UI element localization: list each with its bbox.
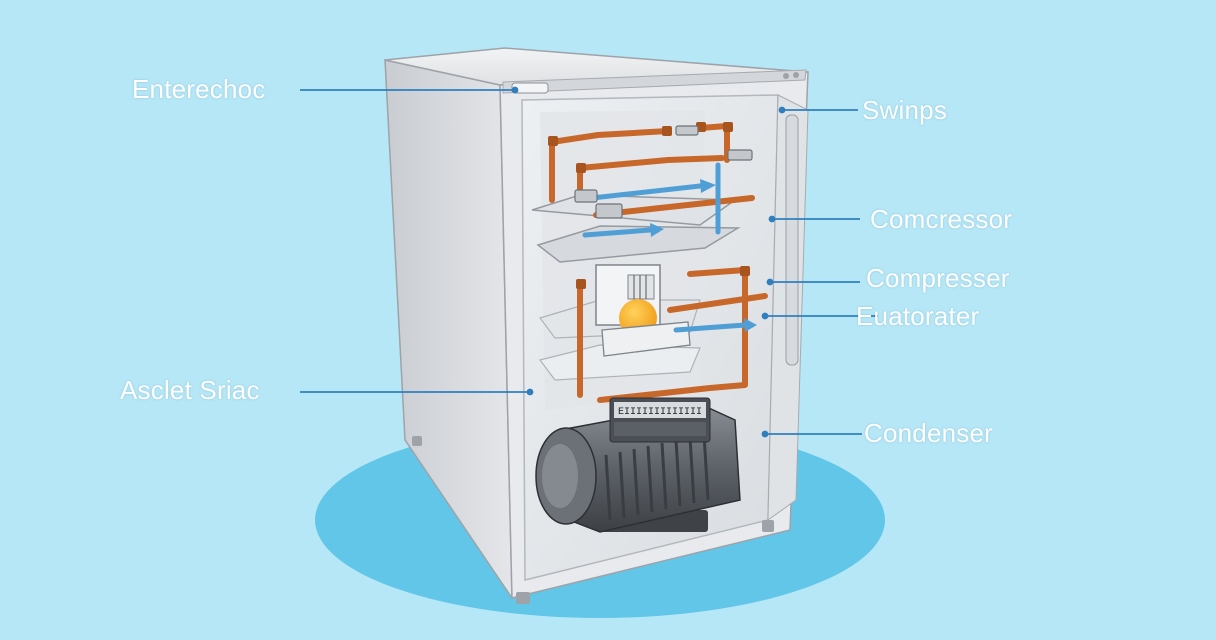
control-knob [511, 82, 549, 94]
indicator-light [783, 73, 789, 79]
flow-arrows [650, 179, 757, 332]
motor-nameplate: EIIIIIIIIIIIII [618, 407, 702, 418]
label-comcressor: Comcressor [870, 204, 1013, 234]
blue-pipe-network [582, 162, 748, 333]
label-euatorater: Euatorater [856, 301, 980, 331]
label-swinps: Swinps [862, 95, 948, 125]
valve-fittings [574, 125, 753, 219]
cabinet-feet [412, 436, 774, 604]
door-handle [785, 114, 799, 366]
leader-lines [300, 86, 878, 438]
compressor-motor: EIIIIIIIIIIIII [535, 397, 741, 533]
label-asclet-sriac: Asclet Sriac [120, 375, 260, 405]
fan-grille [627, 274, 655, 300]
drip-tray [601, 321, 691, 357]
label-condenser: Condenser [864, 418, 993, 448]
label-compresser: Compresser [866, 263, 1010, 293]
indicator-light [793, 72, 799, 78]
label-enterechoc: Enterechoc [132, 74, 266, 104]
